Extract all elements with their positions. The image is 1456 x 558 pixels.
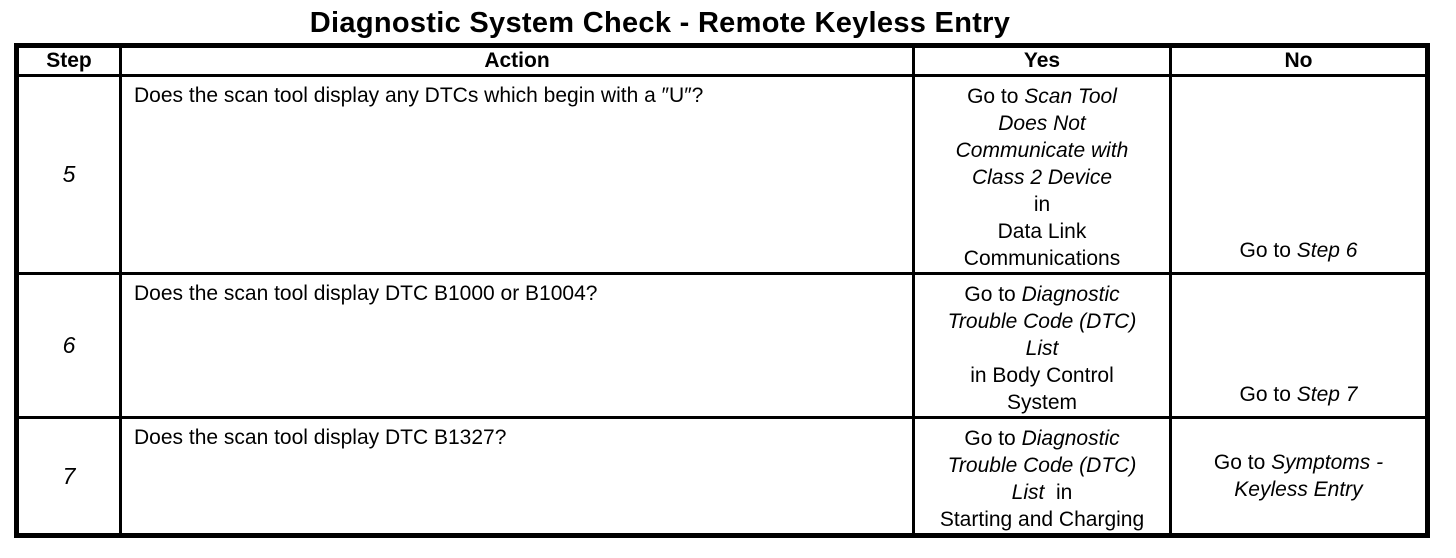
no-cell: Go to Step 6	[1169, 74, 1429, 275]
cell-line: System	[1006, 391, 1077, 414]
cell-line: Keyless Entry	[1234, 478, 1363, 501]
diagnostic-table: Step Action Yes No 5 Does the scan tool …	[14, 43, 1430, 538]
action-text: Does the scan tool display DTC B1000 or …	[134, 282, 598, 305]
text-segment-italic: Diagnostic	[1021, 427, 1120, 450]
cell-line: Go to Scan Tool	[915, 83, 1169, 110]
yes-cell: Go to Scan Tool Does Not Communicate wit…	[912, 74, 1172, 275]
cell-line: Communicate with	[955, 139, 1129, 162]
action-cell: Does the scan tool display DTC B1000 or …	[119, 272, 915, 419]
col-header-no: No	[1169, 44, 1429, 77]
cell-line: in Body Control	[970, 364, 1114, 387]
cell-line: in	[1033, 193, 1051, 216]
cell-line: Go to Symptoms -	[1172, 449, 1425, 476]
text-segment-italic: List	[1011, 481, 1045, 504]
no-cell: Go to Step 7	[1169, 272, 1429, 419]
text-segment: Go to	[1239, 239, 1297, 262]
action-text: Does the scan tool display any DTCs whic…	[134, 84, 704, 107]
cell-line: Class 2 Device	[971, 166, 1113, 189]
page-title: Diagnostic System Check - Remote Keyless…	[309, 7, 1011, 39]
step-cell: 5	[15, 74, 122, 275]
text-segment: Go to	[1239, 383, 1297, 406]
col-header-step: Step	[15, 44, 122, 77]
step-cell: 6	[15, 272, 122, 419]
text-segment: Go to	[964, 283, 1022, 306]
text-segment-italic: Diagnostic	[1021, 283, 1120, 306]
cell-line: Trouble Code (DTC)	[947, 454, 1137, 477]
yes-cell: Go to Diagnostic Trouble Code (DTC) List…	[912, 272, 1172, 419]
cell-line: List	[1025, 337, 1059, 360]
no-cell: Go to Symptoms - Keyless Entry	[1169, 416, 1429, 537]
col-header-action: Action	[119, 44, 915, 77]
yes-cell: Go to Diagnostic Trouble Code (DTC) List…	[912, 416, 1172, 537]
text-segment: Go to	[964, 427, 1022, 450]
text-segment-italic: Symptoms -	[1271, 451, 1384, 474]
text-segment: in	[1044, 481, 1073, 504]
cell-line: Starting and Charging	[939, 508, 1145, 531]
table-row-step-5: 5 Does the scan tool display any DTCs wh…	[15, 74, 1429, 275]
cell-line: Go to Step 6	[1172, 237, 1425, 264]
header-row: Step Action Yes No	[15, 44, 1429, 77]
action-text: Does the scan tool display DTC B1327?	[134, 426, 507, 449]
col-header-yes: Yes	[912, 44, 1172, 77]
text-segment: Go to	[1213, 451, 1272, 474]
cell-line: Go to Diagnostic	[915, 425, 1169, 452]
text-segment-italic: Step 6	[1296, 239, 1358, 262]
cell-line: Go to Step 7	[1172, 381, 1425, 408]
text-segment-italic: Step 7	[1296, 383, 1358, 406]
cell-line: Trouble Code (DTC)	[947, 310, 1137, 333]
cell-line: Does Not	[998, 112, 1086, 135]
cell-line: Communications	[963, 247, 1121, 270]
table-row-step-6: 6 Does the scan tool display DTC B1000 o…	[15, 272, 1429, 419]
step-cell: 7	[15, 416, 122, 537]
text-segment-italic: Scan Tool	[1024, 85, 1117, 108]
cell-line: Data Link	[997, 220, 1087, 243]
text-segment: Go to	[967, 85, 1025, 108]
cell-line: List in	[915, 479, 1169, 506]
action-cell: Does the scan tool display DTC B1327?	[119, 416, 915, 537]
table-row-step-7: 7 Does the scan tool display DTC B1327? …	[15, 416, 1429, 537]
action-cell: Does the scan tool display any DTCs whic…	[119, 74, 915, 275]
cell-line: Go to Diagnostic	[915, 281, 1169, 308]
